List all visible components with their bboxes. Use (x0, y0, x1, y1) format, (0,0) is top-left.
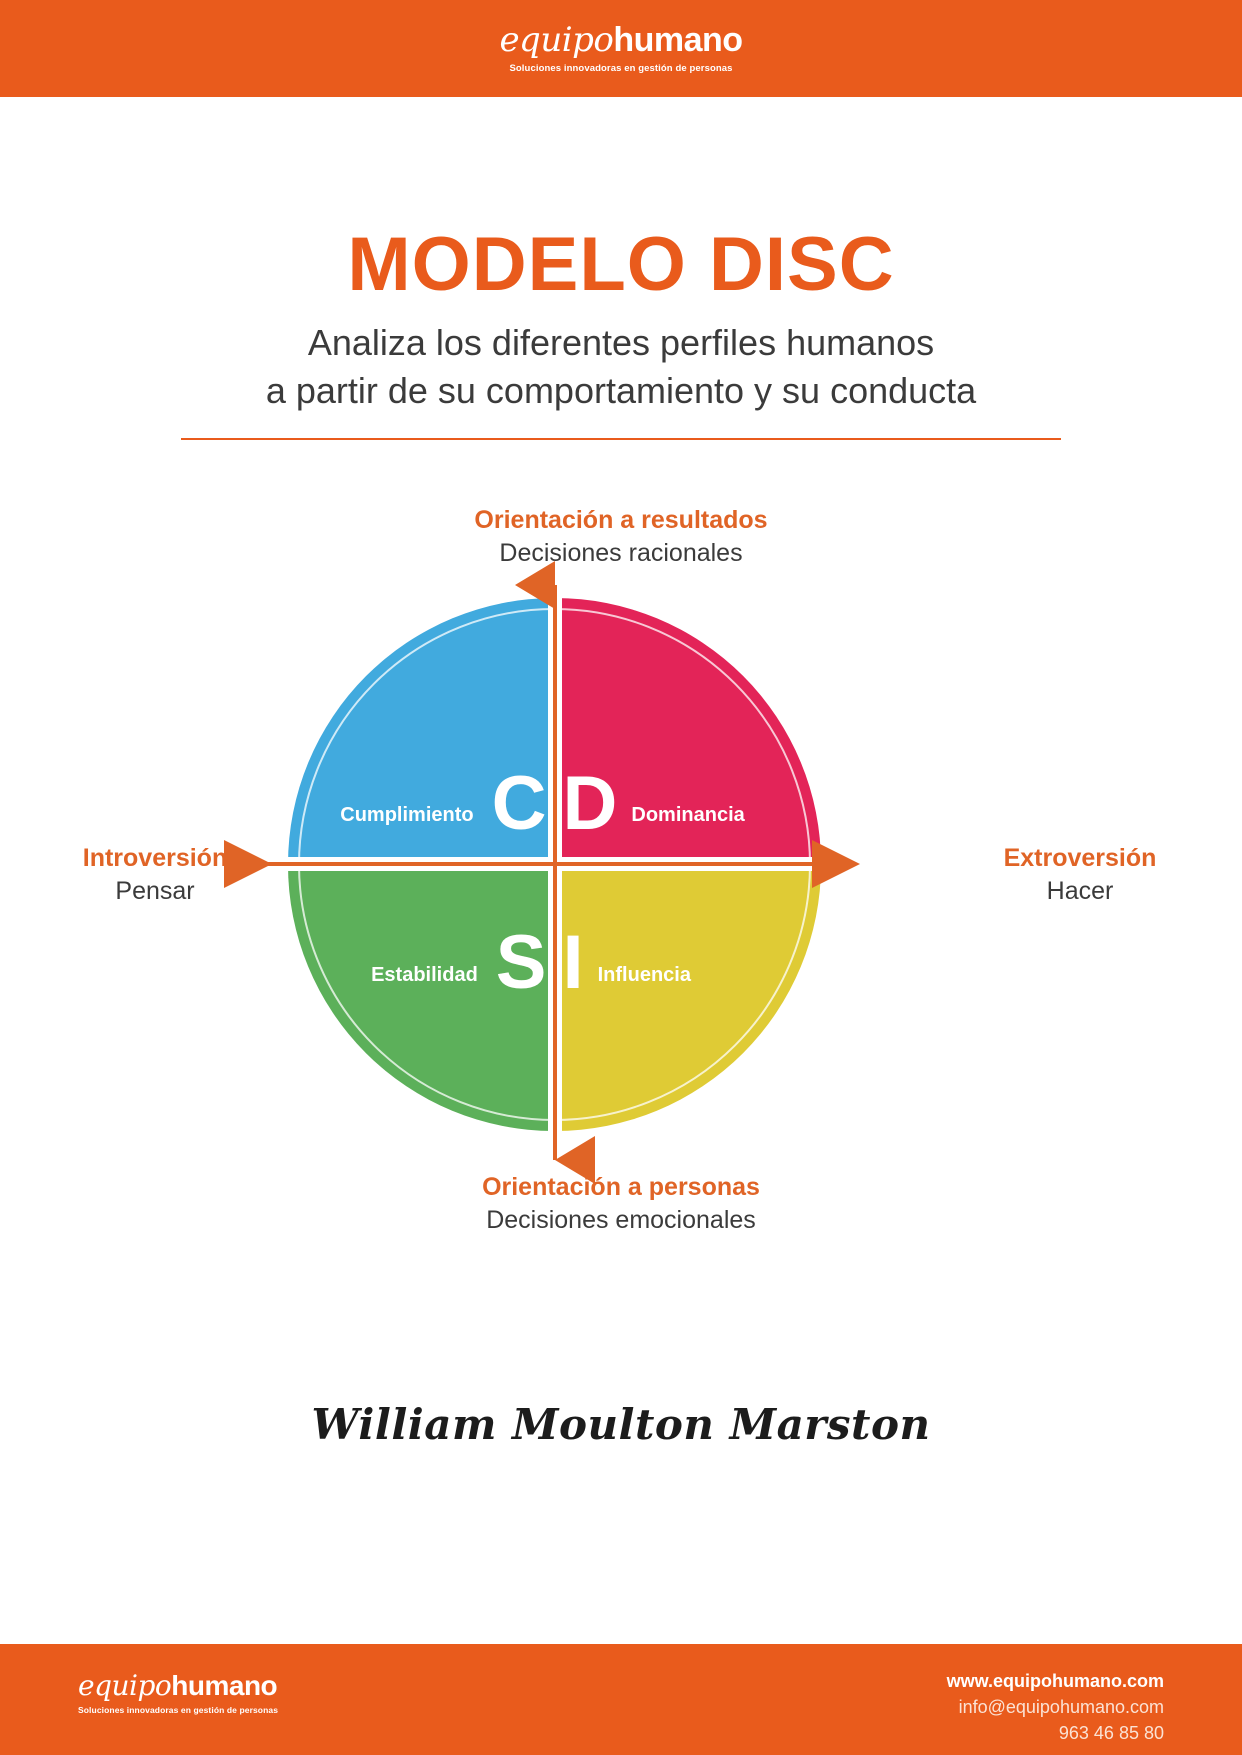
title-divider (181, 437, 1061, 440)
header-logo: equipohumano Soluciones innovadoras en g… (499, 20, 743, 75)
logo-word-bold: humano (613, 21, 743, 60)
quadrant-dominance[interactable]: D Dominancia (554, 598, 821, 865)
author-signature: William Moulton Marston (311, 1400, 931, 1449)
footer-logo-word-light: equipo (78, 1669, 172, 1702)
axis-label-bottom-title: Orientación a personas (482, 1173, 760, 1201)
axis-label-bottom-subtitle: Decisiones emocionales (486, 1206, 756, 1235)
axis-label-left-subtitle: Pensar (115, 877, 195, 906)
logo-tagline: Soluciones innovadoras en gestión de per… (509, 63, 733, 75)
title-area: MODELO DISC Analiza los diferentes perfi… (0, 225, 1242, 440)
footer-logo: equipohumano Soluciones innovadoras en g… (78, 1672, 278, 1715)
quadrant-influence-content: I Influencia (562, 919, 691, 1005)
disc-diagram: Orientación a resultados Decisiones raci… (0, 495, 1242, 1285)
footer-logo-wordmark: equipohumano (78, 1672, 278, 1700)
quadrant-compliance-letter: C (491, 761, 547, 846)
axis-label-right-title: Extroversión (1003, 844, 1157, 872)
axis-label-top: Orientación a resultados Decisiones raci… (321, 505, 921, 570)
footer-bar: equipohumano Soluciones innovadoras en g… (0, 1644, 1242, 1755)
quadrant-steadiness-content: Estabilidad S (371, 919, 547, 1005)
axis-label-top-title: Orientación a resultados (474, 506, 768, 534)
axis-label-right: Extroversión Hacer (960, 843, 1200, 908)
page-title: MODELO DISC (347, 222, 895, 307)
quadrant-dominance-content: D Dominancia (563, 766, 745, 842)
disc-circle: Cumplimiento C D Dominancia Estabilidad … (288, 598, 821, 1131)
logo-wordmark: equipohumano (499, 20, 743, 61)
subtitle-line-2: a partir de su comportamiento y su condu… (265, 370, 977, 412)
footer-logo-tagline: Soluciones innovadoras en gestión de per… (78, 1705, 279, 1715)
quadrant-compliance[interactable]: Cumplimiento C (288, 598, 555, 865)
axis-label-left-title: Introversión (82, 844, 228, 872)
quadrant-dominance-letter: D (562, 761, 618, 846)
header-bar: equipohumano Soluciones innovadoras en g… (0, 0, 1242, 97)
quadrant-influence-label: Influencia (597, 963, 691, 986)
axis-label-top-subtitle: Decisiones racionales (499, 539, 743, 568)
logo-word-light: equipo (499, 20, 614, 61)
footer-logo-word-bold: humano (171, 1670, 278, 1701)
footer-phone[interactable]: 963 46 85 80 (1058, 1723, 1164, 1744)
quadrant-steadiness-label: Estabilidad (371, 963, 478, 986)
footer-website[interactable]: www.equipohumano.com (946, 1671, 1164, 1691)
subtitle-line-1: Analiza los diferentes perfiles humanos (307, 321, 935, 363)
quadrant-steadiness-letter: S (495, 919, 547, 1005)
quadrant-dominance-label: Dominancia (631, 804, 745, 826)
quadrant-influence-letter: I (562, 919, 584, 1005)
quadrant-compliance-content: Cumplimiento C (340, 766, 546, 842)
footer-contact: www.equipohumano.com info@equipohumano.c… (947, 1668, 1164, 1746)
axis-label-right-subtitle: Hacer (1046, 877, 1114, 906)
axis-label-bottom: Orientación a personas Decisiones emocio… (321, 1172, 921, 1237)
axis-label-left: Introversión Pensar (40, 843, 270, 908)
quadrant-influence[interactable]: I Influencia (554, 864, 821, 1131)
page-subtitle: Analiza los diferentes perfiles humanos … (0, 319, 1242, 416)
quadrant-steadiness[interactable]: Estabilidad S (288, 864, 555, 1131)
quadrant-compliance-label: Cumplimiento (340, 804, 474, 826)
footer-email[interactable]: info@equipohumano.com (958, 1697, 1164, 1718)
